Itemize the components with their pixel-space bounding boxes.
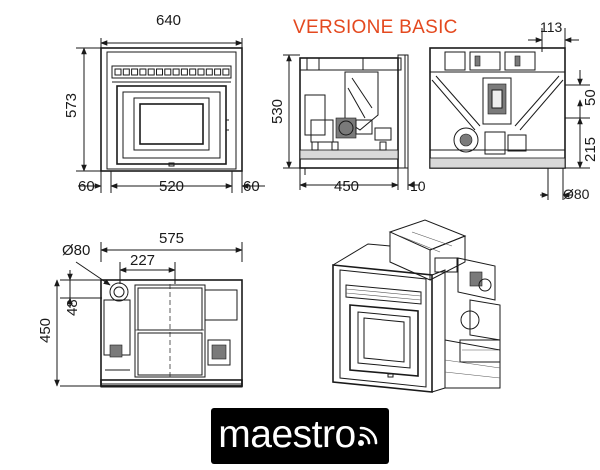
front-left-margin-label: 60 bbox=[78, 178, 95, 195]
rear-view: 113 50 215 bbox=[429, 19, 599, 202]
top-inlet-depth-label: 48 bbox=[64, 299, 81, 316]
grille-slot bbox=[222, 68, 230, 76]
grille-slot bbox=[189, 68, 197, 76]
grille-slot bbox=[205, 68, 213, 76]
front-right-margin-label: 60 bbox=[243, 178, 260, 195]
version-title: VERSIONE BASIC bbox=[293, 17, 458, 38]
maestro-logo: maestro bbox=[211, 408, 389, 464]
grille-slot bbox=[156, 68, 163, 76]
side-offset-label: 10 bbox=[410, 178, 426, 194]
grille-slot bbox=[180, 68, 188, 76]
rear-top-offset-label: 113 bbox=[540, 19, 563, 35]
front-view: 640 573 60 520 60 bbox=[63, 12, 265, 195]
front-height-label: 573 bbox=[63, 93, 80, 118]
side-view: 530 450 10 bbox=[269, 54, 426, 195]
top-width-label: 575 bbox=[159, 230, 184, 247]
grille-slot bbox=[164, 68, 172, 76]
side-height-label: 530 bbox=[269, 99, 286, 124]
grille-slot bbox=[122, 68, 130, 76]
side-depth-label: 450 bbox=[334, 178, 359, 195]
grille-slot bbox=[214, 68, 222, 76]
wifi-icon bbox=[358, 426, 378, 446]
grille-slot bbox=[172, 68, 180, 76]
rear-outlet-diameter-label: Ø80 bbox=[563, 186, 590, 202]
grille-slot bbox=[139, 68, 147, 76]
logo-text: maestro bbox=[218, 413, 356, 456]
grille-slot bbox=[197, 68, 205, 76]
top-inlet-offset-label: 227 bbox=[130, 252, 155, 269]
rear-upper-dim-label: 50 bbox=[582, 89, 599, 106]
top-view: 575 227 Ø80 48 450 bbox=[37, 230, 243, 388]
rear-lower-dim-label: 215 bbox=[582, 137, 599, 162]
isometric-view bbox=[332, 219, 501, 393]
front-width-label: 640 bbox=[156, 12, 181, 29]
grille-slot bbox=[131, 68, 139, 76]
grille-slot bbox=[147, 68, 155, 76]
top-depth-label: 450 bbox=[37, 318, 54, 343]
grille-slot bbox=[114, 68, 122, 76]
top-inlet-diameter-label: Ø80 bbox=[62, 242, 90, 259]
front-inner-width-label: 520 bbox=[159, 178, 184, 195]
